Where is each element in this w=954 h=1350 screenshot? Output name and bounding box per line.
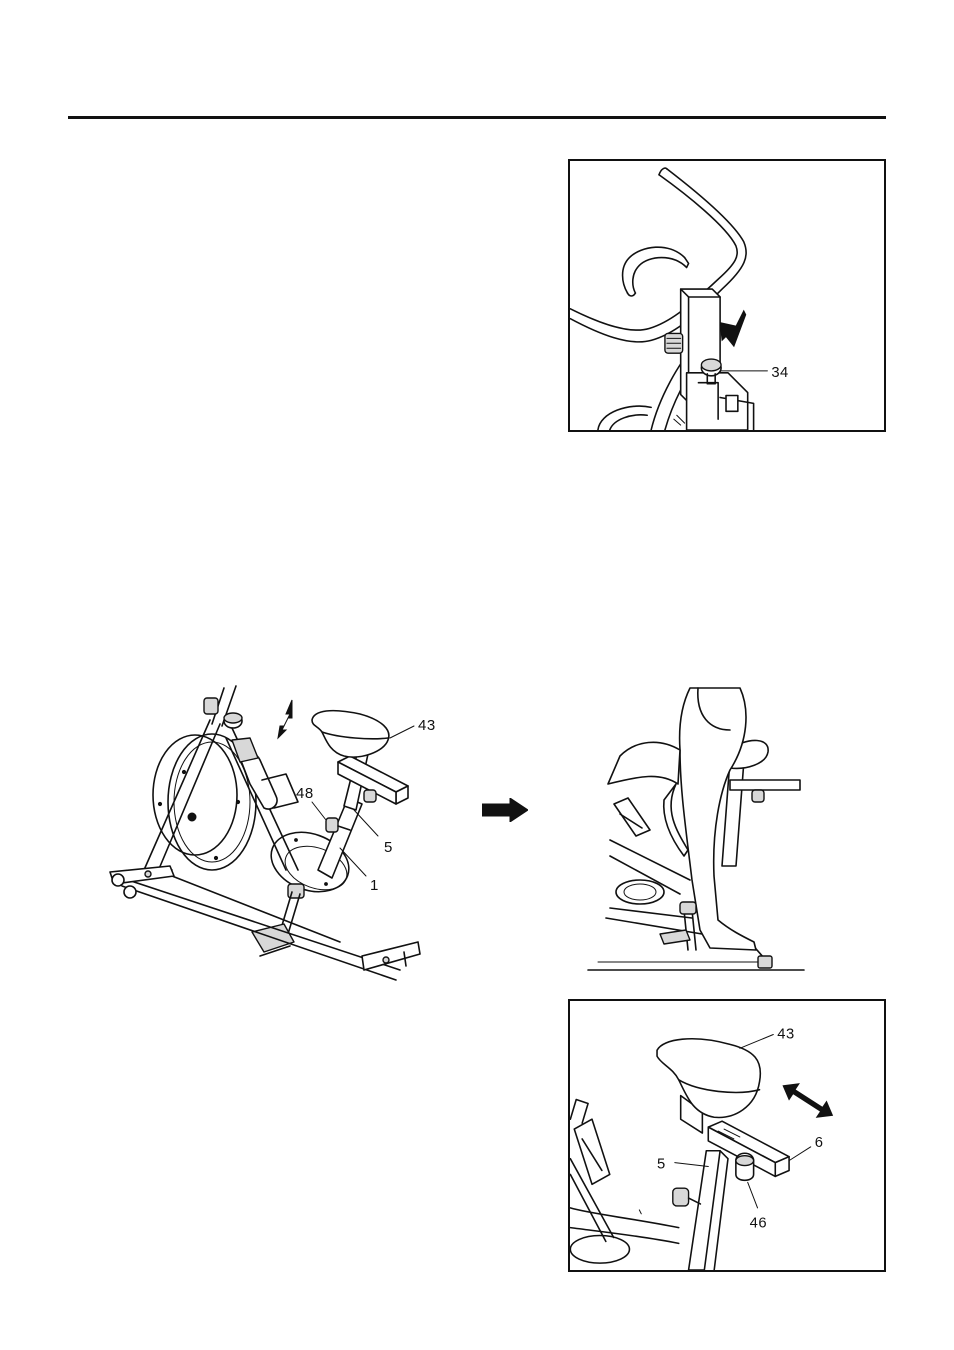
callout-seat-43: 43 (777, 1026, 794, 1042)
callout-lever-48: 48 (296, 785, 314, 802)
header-rule (68, 116, 886, 119)
callout-slide-6: 6 (815, 1135, 824, 1151)
rider-seat-position-figure (580, 680, 810, 980)
double-arrow-icon (278, 700, 292, 738)
double-arrow-icon (783, 1084, 832, 1118)
seat-slide-illustration: 43 6 5 46 (570, 1001, 884, 1270)
callout-knob-34: 34 (771, 365, 788, 381)
handlebar-illustration: 34 (570, 161, 884, 430)
arrow-right-icon (482, 798, 528, 822)
seat-slide-detail-panel: 43 6 5 46 (568, 999, 886, 1272)
callout-seat-post-5: 5 (384, 839, 393, 856)
bike-seat-height-figure: 43 48 5 1 (100, 680, 450, 990)
callout-frame-1: 1 (370, 877, 379, 894)
handlebar-detail-panel: 34 (568, 159, 886, 432)
bike-illustration: 43 48 5 1 (100, 680, 450, 990)
callout-seat-43: 43 (418, 717, 436, 734)
arrow-down-icon (720, 311, 746, 346)
callout-seat-post-5: 5 (657, 1157, 666, 1173)
callout-knob-46: 46 (750, 1216, 767, 1232)
rider-illustration (580, 680, 810, 980)
